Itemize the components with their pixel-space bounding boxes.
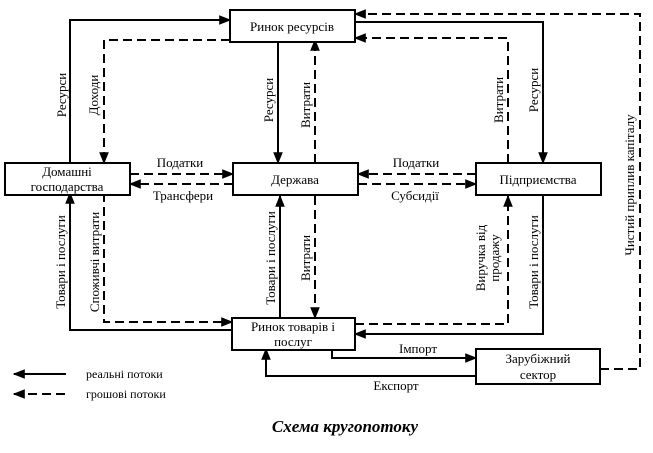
legend-money-label: грошові потоки — [86, 387, 166, 401]
diagram-caption: Схема кругопотоку — [272, 417, 419, 436]
flow-ent-costs-label: Витрати — [491, 77, 506, 123]
flow-hh-resources-label: Ресурси — [54, 73, 69, 118]
flow-import-label: Імпорт — [399, 341, 437, 356]
flow-ent-resources-line — [355, 21, 548, 165]
flow-hh-goods-line — [65, 191, 232, 331]
legend-real-label: реальні потоки — [86, 367, 163, 381]
flow-export-line — [261, 347, 476, 377]
node-foreign-sector: Зарубіжний сектор — [475, 348, 601, 385]
node-resource-market-label: Ринок ресурсів — [250, 19, 334, 34]
flow-gov-costs-bottom-label: Витрати — [298, 235, 313, 281]
node-households: Домашні господарства — [4, 162, 131, 196]
flow-consumer-spending-line — [103, 193, 234, 327]
flow-capital-inflow-line — [353, 9, 641, 370]
flow-hh-taxes-label: Податки — [157, 155, 204, 170]
flow-ent-goods-line — [353, 196, 544, 339]
node-households-label-1: Домашні — [42, 164, 92, 179]
node-households-label-2: господарства — [31, 179, 104, 194]
flow-export-label: Експорт — [373, 378, 418, 393]
node-goods-market-label-2: послуг — [274, 334, 312, 349]
flow-gov-goods-label: Товари і послуги — [263, 211, 278, 305]
flow-hh-income-line — [99, 39, 230, 165]
node-foreign-sector-label-2: сектор — [520, 367, 556, 382]
flow-sales-revenue-label-2: продажу — [487, 234, 502, 282]
node-foreign-sector-label-1: Зарубіжний — [505, 351, 570, 366]
flow-consumer-spending-label: Споживчі витрати — [87, 212, 102, 312]
flow-sales-revenue-line — [355, 194, 513, 325]
flow-transfers-label: Трансфери — [153, 188, 213, 203]
node-government: Держава — [232, 162, 359, 196]
node-government-label: Держава — [271, 172, 319, 187]
flow-gov-costs-top-label: Витрати — [298, 82, 313, 128]
flow-hh-resources-line — [69, 15, 232, 163]
legend: реальні потоки грошові потоки — [12, 367, 166, 401]
node-goods-market-label-1: Ринок товарів і — [251, 319, 335, 334]
node-goods-market: Ринок товарів і послуг — [231, 317, 356, 351]
flow-hh-income-label: Доходи — [86, 75, 101, 116]
flow-gov-resources-label: Ресурси — [261, 78, 276, 123]
flow-sales-revenue-label-1: Виручка від — [473, 224, 488, 291]
flow-import-line — [331, 348, 478, 363]
node-enterprises-label: Підприємства — [499, 172, 576, 187]
node-resource-market: Ринок ресурсів — [229, 9, 356, 43]
flow-hh-goods-label: Товари і послуги — [53, 215, 68, 309]
flow-ent-costs-line — [353, 33, 509, 163]
flow-ent-goods-label: Товари і послуги — [526, 215, 541, 309]
flow-ent-taxes-label: Податки — [393, 155, 440, 170]
node-enterprises: Підприємства — [475, 162, 602, 196]
flow-capital-inflow-label: Чистий приплив капіталу — [622, 114, 637, 256]
flow-ent-resources-label: Ресурси — [526, 68, 541, 113]
flow-subsidies-label: Субсидії — [391, 188, 439, 203]
